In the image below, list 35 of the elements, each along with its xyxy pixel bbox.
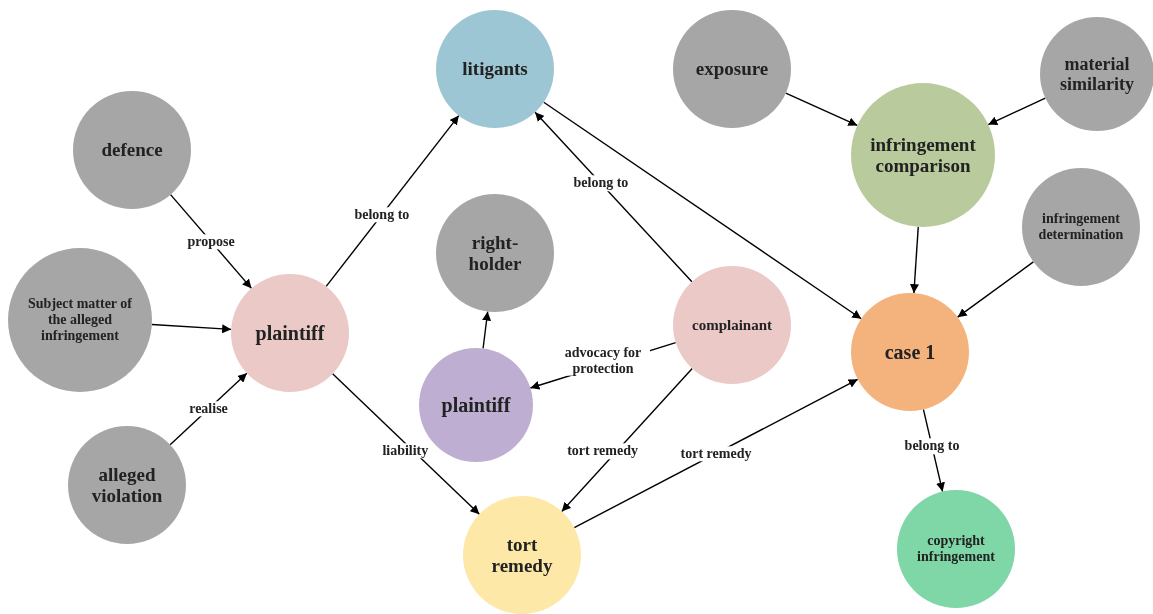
- arrow: [573, 378, 859, 529]
- edge-label: tort remedy: [565, 443, 640, 460]
- node-label: copyright infringement: [916, 533, 996, 565]
- arrow: [987, 97, 1046, 126]
- node-label: material similarity: [1059, 53, 1135, 95]
- node-label: exposure: [695, 58, 769, 80]
- node-label: Subject matter of the alleged infringement: [27, 296, 133, 344]
- edge-label: tort remedy: [678, 445, 754, 462]
- node-label: plaintiff: [255, 321, 325, 345]
- arrow: [482, 310, 492, 350]
- arrow: [331, 373, 481, 515]
- arrow: [325, 114, 460, 288]
- node-label: litigants: [462, 58, 528, 80]
- node-label: right-holder: [467, 231, 523, 275]
- node-label: infringement determination: [1037, 211, 1125, 243]
- arrow: [561, 367, 693, 513]
- arrow: [785, 92, 859, 127]
- edge-label: realise: [187, 401, 230, 417]
- arrow: [543, 101, 862, 320]
- node-label: complainant: [692, 316, 772, 334]
- edge-label: propose: [185, 233, 237, 250]
- node-label: defence: [101, 139, 163, 161]
- edge-label: belong to: [902, 438, 962, 455]
- arrow: [956, 261, 1035, 318]
- node-label: infringement comparison: [869, 133, 977, 177]
- edge-label: belong to: [571, 175, 631, 192]
- node-label: alleged violation: [90, 463, 164, 507]
- node-label: tort remedy: [490, 533, 554, 577]
- edge-label: liability: [380, 443, 431, 459]
- edge-label: belong to: [352, 206, 412, 223]
- node-label: case 1: [884, 340, 936, 364]
- arrow: [534, 111, 693, 283]
- arrow: [151, 323, 232, 334]
- arrow: [910, 226, 919, 294]
- node-label: plaintiff: [441, 393, 511, 417]
